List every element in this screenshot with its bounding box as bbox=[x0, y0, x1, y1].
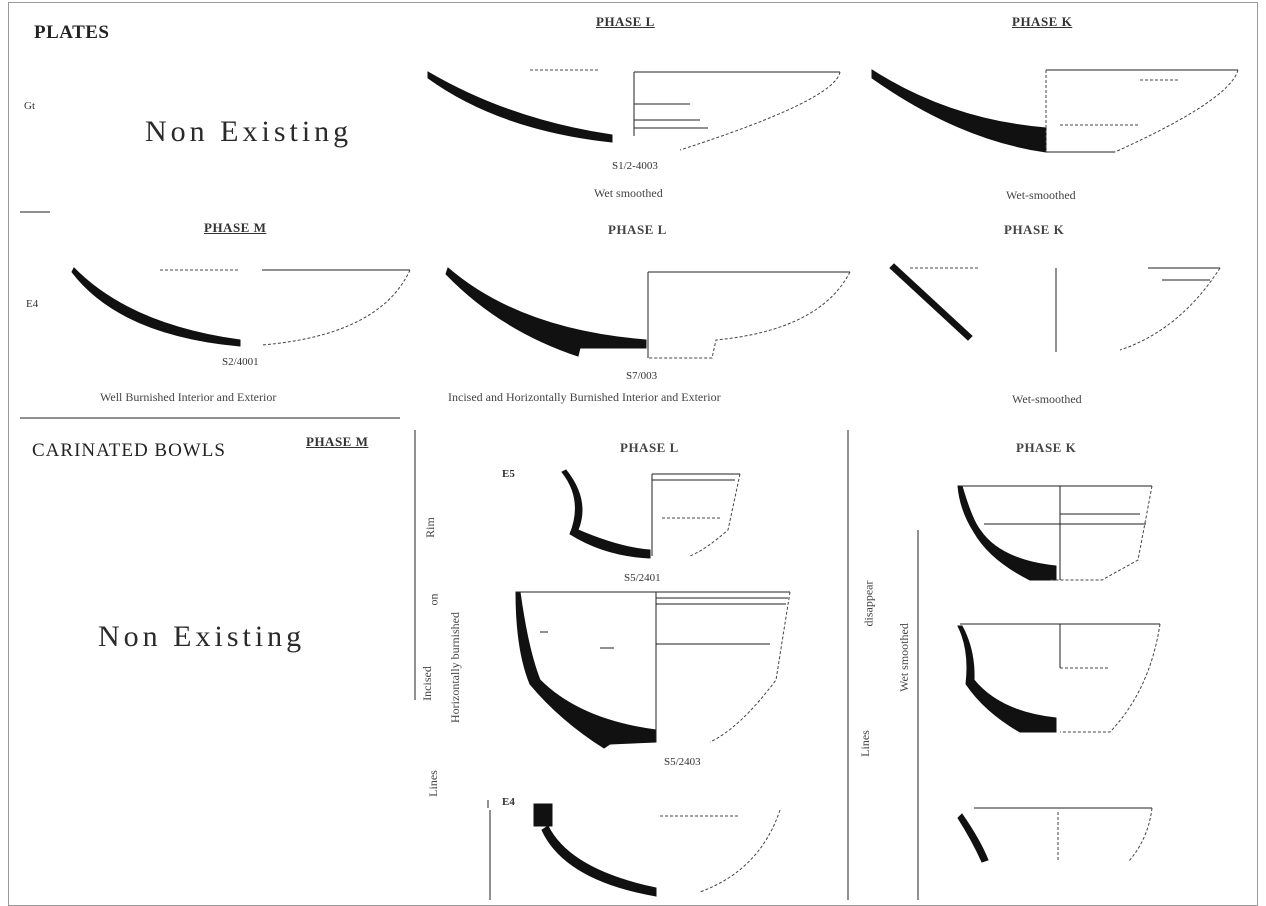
section-title-carinated-bowls: CARINATED BOWLS bbox=[32, 440, 226, 461]
id-r2-phase-l: S7/003 bbox=[626, 370, 658, 382]
caption-r1-phase-l: Wet smoothed bbox=[594, 186, 663, 200]
header-r1-phase-k: PHASE K bbox=[1012, 14, 1073, 29]
non-existing-carinated: Non Existing bbox=[98, 620, 306, 653]
caption-r2-phase-m: Well Burnished Interior and Exterior bbox=[100, 390, 277, 404]
row-code-e4: E4 bbox=[26, 298, 39, 310]
caption-r2-phase-l: Incised and Horizontally Burnished Inter… bbox=[448, 390, 721, 404]
id-r3-e5: S5/2401 bbox=[624, 572, 661, 584]
plate-r1-phase-l bbox=[427, 69, 841, 151]
header-r2-phase-k: PHASE K bbox=[1004, 222, 1065, 237]
bowl-r3-phase-k-middle bbox=[917, 530, 1161, 900]
bowl-r3-phase-k-top bbox=[957, 485, 1153, 581]
plate-r2-phase-m bbox=[71, 267, 411, 347]
code-e4-bowl: E4 bbox=[502, 796, 515, 808]
caption-r2-phase-k: Wet-smoothed bbox=[1012, 392, 1082, 406]
label-wet-smoothed: Wet smoothed bbox=[896, 623, 911, 692]
row-code-gt: Gt bbox=[24, 100, 35, 112]
bowl-r3-phase-k-bottom bbox=[957, 807, 1153, 863]
id-r3-large: S5/2403 bbox=[664, 756, 701, 768]
non-existing-plates: Non Existing bbox=[145, 115, 353, 148]
label-horizontally-burnished: Horizontally burnished bbox=[447, 612, 462, 723]
label-lines-k: Lines bbox=[857, 730, 872, 757]
plate-r1-phase-k bbox=[871, 69, 1239, 153]
bowl-r3-phase-l-e5 bbox=[561, 469, 741, 559]
label-rim: Rim bbox=[422, 517, 437, 538]
id-r2-phase-m: S2/4001 bbox=[222, 356, 259, 368]
label-disappear: disappear bbox=[861, 580, 876, 627]
plate-r2-phase-l bbox=[445, 267, 851, 359]
bowl-r3-phase-l-e4 bbox=[489, 803, 781, 900]
header-r1-phase-l: PHASE L bbox=[596, 14, 655, 29]
section-title-plates: PLATES bbox=[34, 22, 110, 43]
id-r1-phase-l: S1/2-4003 bbox=[612, 160, 658, 172]
header-r3-phase-k: PHASE K bbox=[1016, 440, 1077, 455]
caption-r1-phase-k: Wet-smoothed bbox=[1006, 188, 1076, 202]
header-r2-phase-l: PHASE L bbox=[608, 222, 667, 237]
label-on: on bbox=[426, 593, 441, 606]
plate-r2-phase-k bbox=[889, 263, 1221, 352]
bowl-r3-phase-l-large bbox=[515, 591, 791, 749]
header-r3-phase-m: PHASE M bbox=[306, 434, 369, 449]
label-incised: Incised bbox=[419, 666, 434, 701]
header-r2-phase-m: PHASE M bbox=[204, 220, 267, 235]
header-r3-phase-l: PHASE L bbox=[620, 440, 679, 455]
code-e5: E5 bbox=[502, 468, 515, 480]
label-lines: Lines bbox=[425, 770, 440, 797]
